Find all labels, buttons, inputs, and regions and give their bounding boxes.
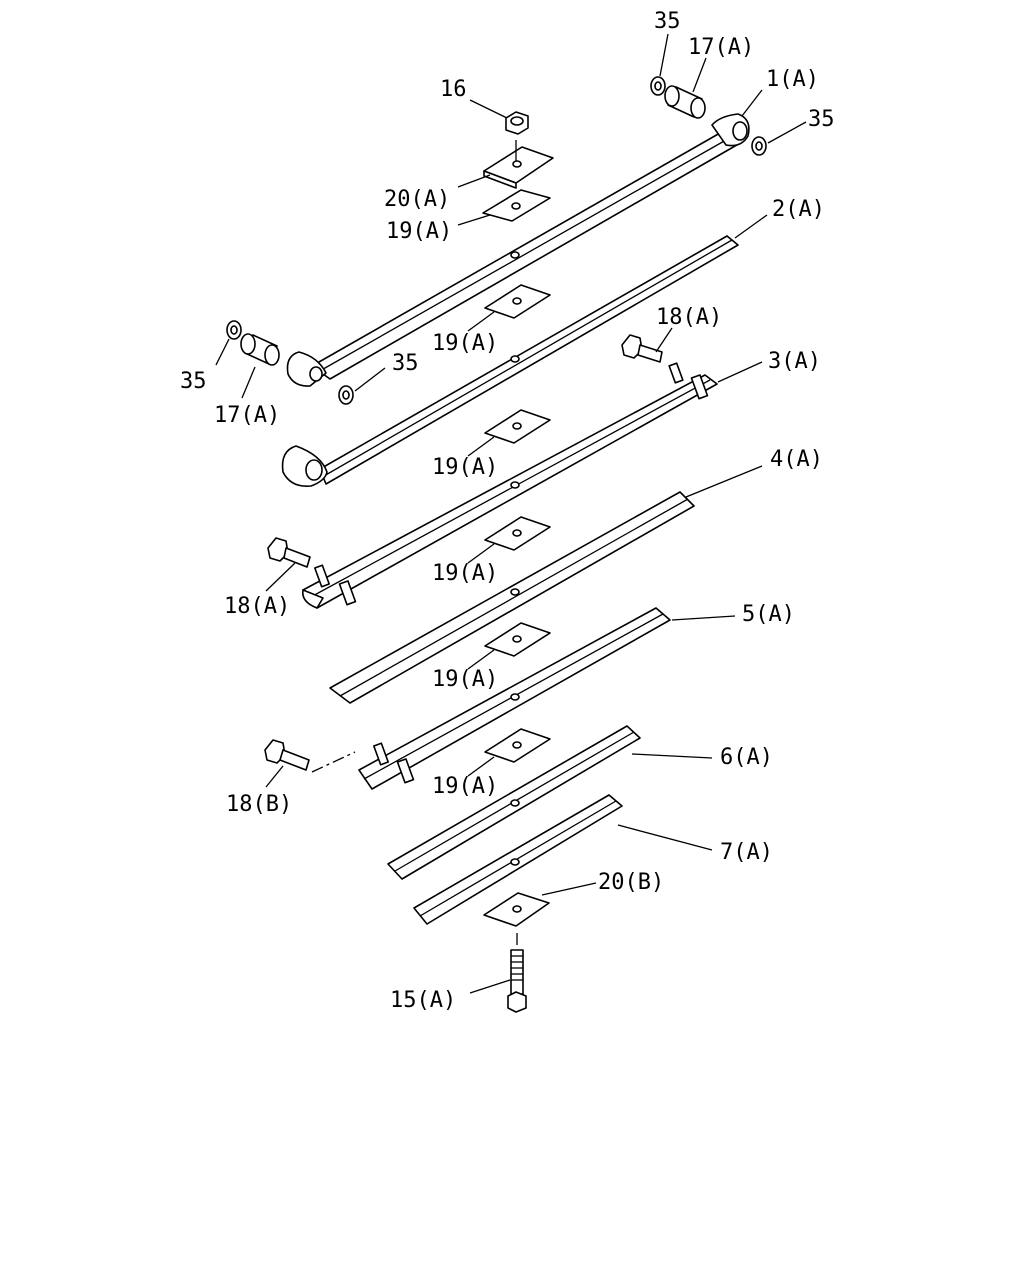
- washer-35-left: [226, 320, 242, 340]
- spacer-plates-19a: [482, 189, 551, 763]
- label-15a: 15(A): [390, 988, 456, 1013]
- washer-35-top-left: [650, 76, 666, 96]
- label-20b: 20(B): [598, 870, 664, 895]
- bushing-17a-left: [240, 333, 280, 366]
- label-19a-6: 19(A): [432, 774, 498, 799]
- label-19a-5: 19(A): [432, 667, 498, 692]
- label-4a: 4(A): [770, 447, 823, 472]
- spacer-19a-3: [484, 409, 551, 444]
- top-plate-20a: [483, 140, 554, 189]
- label-19a-3: 19(A): [432, 455, 498, 480]
- label-35-right: 35: [808, 107, 835, 132]
- label-7a: 7(A): [720, 840, 773, 865]
- label-3a: 3(A): [768, 349, 821, 374]
- label-19a-4: 19(A): [432, 561, 498, 586]
- label-19a-2: 19(A): [432, 331, 498, 356]
- bolt-15a: [507, 949, 527, 1013]
- callout-labels: 35 17(A) 1(A) 35 16 20(A) 19(A) 2(A) 19(…: [180, 9, 835, 1013]
- spacer-19a-5: [484, 622, 551, 657]
- label-18a-top: 18(A): [656, 305, 722, 330]
- label-18b: 18(B): [226, 792, 292, 817]
- washer-35-top-right: [751, 136, 767, 156]
- label-35-left: 35: [180, 369, 207, 394]
- label-1a: 1(A): [766, 67, 819, 92]
- leaf-2a: [281, 235, 739, 488]
- nut-16: [505, 111, 529, 135]
- label-17a-left: 17(A): [214, 403, 280, 428]
- label-17a-top: 17(A): [688, 35, 754, 60]
- label-20a: 20(A): [384, 187, 450, 212]
- label-5a: 5(A): [742, 602, 795, 627]
- label-6a: 6(A): [720, 745, 773, 770]
- label-16: 16: [440, 77, 467, 102]
- bushing-17a-top: [664, 85, 706, 119]
- spacer-19a-6: [484, 728, 551, 763]
- spacer-19a-1: [482, 189, 551, 222]
- leader-lines: [215, 33, 807, 994]
- label-18a-left: 18(A): [224, 594, 290, 619]
- bolt-18b: [264, 739, 356, 773]
- leaf-1a: [286, 113, 750, 387]
- washer-35-lower: [338, 385, 354, 405]
- bottom-plate-20b: [483, 892, 550, 927]
- leaf-3a: [301, 362, 718, 609]
- label-19a-1: 19(A): [386, 219, 452, 244]
- label-2a: 2(A): [772, 197, 825, 222]
- label-35-lower: 35: [392, 351, 419, 376]
- leaf-4a: [329, 491, 695, 704]
- spacer-19a-2: [484, 284, 551, 319]
- bolt-18a-left: [267, 537, 311, 568]
- bolt-18a-top: [621, 334, 663, 363]
- label-35-top: 35: [654, 9, 681, 34]
- center-holes: [510, 251, 520, 866]
- spacer-19a-4: [484, 516, 551, 551]
